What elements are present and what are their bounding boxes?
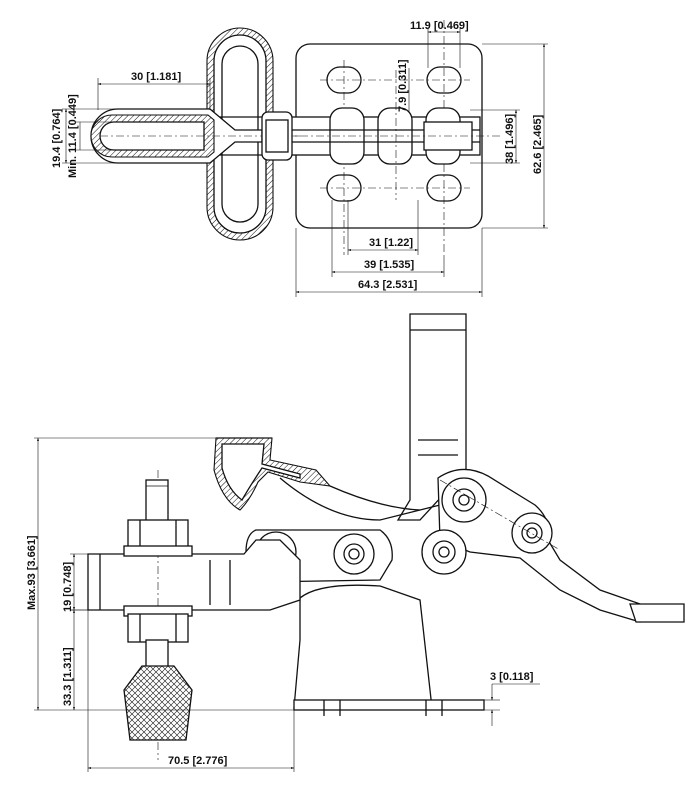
dim-handle-length: 30 [1.181] bbox=[131, 71, 181, 83]
dim-arm-thickness: 19 [0.748] bbox=[62, 562, 74, 612]
spindle-bracket-top bbox=[90, 108, 300, 164]
dim-base-thickness: 3 [0.118] bbox=[490, 671, 534, 683]
dim-base-height: 62.6 [2.465] bbox=[532, 114, 544, 174]
top-view: 11.9 [0.469] 7.9 [0.311] 30 [1.181] 19.4… bbox=[51, 20, 548, 297]
mounting-slots bbox=[320, 20, 470, 255]
dim-spindle-height: 33.3 [1.311] bbox=[62, 647, 74, 706]
dim-spindle-min: Min. 11.4 [0.449] bbox=[67, 94, 79, 178]
dim-max-height: Max.93 [3.661] bbox=[26, 535, 38, 610]
dim-reach: 70.5 [2.776] bbox=[168, 755, 228, 767]
handle-bar-side bbox=[396, 313, 467, 521]
dim-slot-spacing: 11.9 [0.469] bbox=[410, 20, 469, 32]
dim-hole-spacing-y-inner: 38 [1.496] bbox=[504, 114, 516, 164]
handle-grip-side bbox=[213, 437, 332, 511]
dim-spindle-width: 19.4 [0.764] bbox=[51, 108, 63, 168]
rubber-pad bbox=[123, 665, 193, 741]
side-view: Max.93 [3.661] 19 [0.748] 33.3 [1.311] 3… bbox=[26, 313, 685, 772]
base-body-side bbox=[293, 584, 485, 716]
dim-hole-spacing-x-outer: 39 [1.535] bbox=[364, 259, 414, 271]
dim-slot-width: 7.9 [0.311] bbox=[397, 59, 409, 112]
spindle-arm-side bbox=[87, 470, 301, 760]
dim-hole-spacing-x-inner: 31 [1.22] bbox=[369, 237, 413, 249]
arm-linkage-top bbox=[220, 70, 500, 200]
dim-base-width: 64.3 [2.531] bbox=[358, 279, 418, 291]
